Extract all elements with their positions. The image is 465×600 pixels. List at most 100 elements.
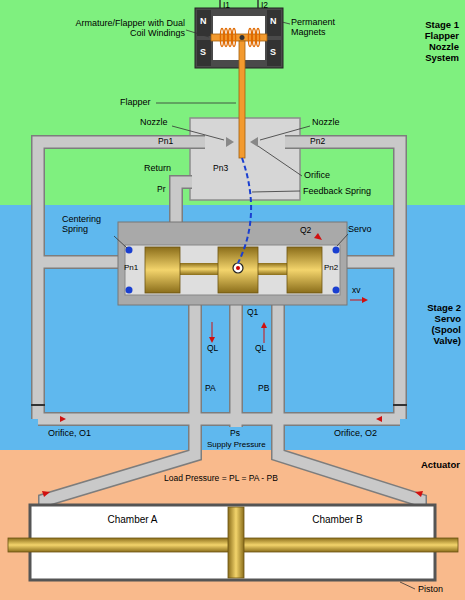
part-label: Ps — [230, 429, 240, 439]
torque-motor — [195, 0, 283, 158]
actuator-cylinder — [8, 505, 458, 580]
fluid-channels — [393, 404, 407, 406]
spool-valve — [125, 245, 340, 295]
fluid-channels — [344, 257, 400, 268]
spool-valve — [333, 247, 340, 254]
fluid-channels — [38, 255, 121, 269]
node-title: Stage 1 Flapper Nozzle System — [403, 20, 459, 64]
part-label: I2 — [261, 1, 268, 11]
spool-valve — [287, 247, 322, 293]
spool-valve — [218, 247, 258, 293]
part-label: Nozzle — [140, 117, 168, 127]
node-title: Actuator — [400, 460, 460, 471]
stage-band: ActuatorChamber A Chamber B — [0, 450, 465, 600]
torque-motor — [239, 41, 245, 158]
part-label: N — [200, 16, 207, 26]
part-label: I1 — [223, 1, 230, 11]
actuator-chamber: Chamber B — [250, 506, 427, 536]
flow-arrows — [42, 491, 50, 497]
fluid-channels — [344, 255, 400, 269]
leader-lines — [172, 126, 224, 140]
part-label: Supply Pressure — [207, 440, 266, 449]
part-label: Orifice — [304, 170, 330, 180]
leader-lines — [282, 22, 290, 24]
part-label: Orifice, O1 — [48, 428, 91, 438]
leader-lines — [260, 126, 310, 140]
part-label: Return — [144, 163, 171, 173]
node-title: Stage 2 Servo (Spool Valve) — [411, 303, 461, 347]
torque-motor — [240, 35, 245, 40]
spool-valve — [333, 287, 340, 294]
leader-lines — [400, 582, 415, 589]
coil-windings — [252, 29, 255, 47]
part-label: Flapper — [120, 97, 151, 107]
node-title: Chamber B — [250, 514, 425, 526]
spool-valve — [118, 222, 347, 305]
stage-band: Stage 1 Flapper Nozzle System — [0, 0, 465, 205]
leader-lines — [252, 191, 300, 192]
spool-valve — [233, 263, 243, 273]
flow-arrows — [60, 416, 66, 422]
part-label: S — [200, 47, 206, 57]
torque-motor — [267, 40, 281, 66]
part-label: Pn3 — [213, 164, 228, 174]
leader-lines — [258, 146, 302, 176]
flow-arrows — [261, 322, 267, 328]
stage-band: Stage 2 Servo (Spool Valve) — [0, 205, 465, 450]
part-label: S — [270, 47, 276, 57]
feedback-spring — [238, 158, 251, 263]
fluid-channels — [278, 305, 420, 507]
part-label: Orifice, O2 — [334, 428, 377, 438]
spool-valve — [118, 222, 347, 305]
coil-windings — [232, 29, 235, 47]
node-title: Chamber A — [40, 514, 225, 526]
fluid-channels — [231, 305, 242, 427]
flow-arrows — [42, 233, 423, 497]
torque-motor — [197, 10, 211, 36]
fluid-channels — [38, 257, 121, 268]
part-label: Piston — [418, 584, 443, 594]
part-label: Q1 — [247, 308, 258, 318]
spool-valve — [145, 247, 180, 293]
spool-valve — [236, 266, 240, 270]
actuator-chamber: Chamber A — [40, 506, 227, 536]
actuator-cylinder — [228, 507, 244, 578]
flow-arrows — [350, 300, 364, 301]
part-label: Pr — [157, 185, 166, 195]
coil-windings — [220, 29, 223, 47]
fluid-channels — [38, 414, 400, 425]
part-label: Pn1 — [124, 263, 138, 272]
part-label: xv — [352, 286, 361, 296]
part-label: PA — [205, 384, 216, 394]
part-label: Feedback Spring — [303, 186, 371, 196]
flow-arrows — [209, 337, 215, 343]
torque-motor — [211, 34, 267, 41]
part-label: Servo — [348, 224, 372, 234]
coil-windings — [228, 29, 231, 47]
fluid-channels — [31, 404, 45, 406]
coil-windings — [248, 29, 251, 47]
part-label: Nozzle — [312, 117, 340, 127]
fluid-channels — [31, 142, 420, 507]
part-label: QL — [255, 344, 266, 354]
spool-valve — [126, 287, 133, 294]
part-label: Pn1 — [158, 137, 173, 147]
part-label: Q2 — [300, 226, 311, 236]
part-label: N — [270, 16, 277, 26]
torque-motor — [226, 137, 234, 147]
coil-windings — [256, 29, 259, 47]
part-label: Permanent Magnets — [291, 17, 353, 38]
flow-arrows — [415, 491, 423, 497]
feedback-spring — [238, 158, 251, 263]
part-label: Pn2 — [310, 137, 325, 147]
part-label: Armature/Flapper with Dual Coil Windings — [70, 18, 185, 39]
torque-motor — [267, 10, 281, 36]
coil-windings — [224, 29, 227, 47]
flow-arrows — [314, 233, 322, 240]
fluid-channels — [176, 182, 192, 223]
part-label: PB — [258, 384, 269, 394]
